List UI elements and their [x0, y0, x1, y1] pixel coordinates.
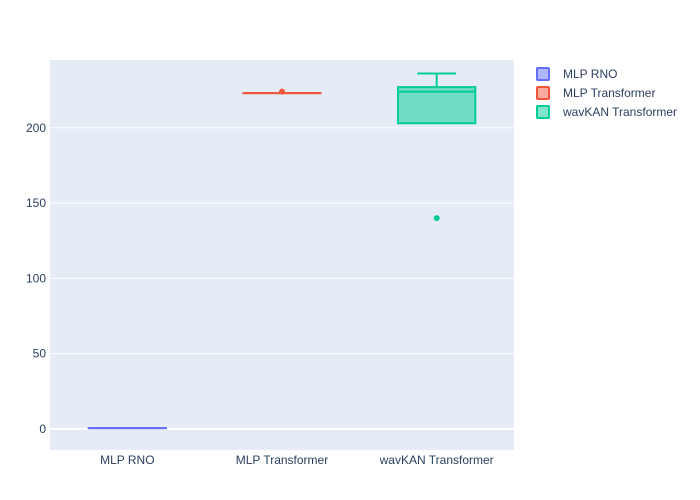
legend-swatch [536, 105, 550, 119]
y-tick-label: 0 [39, 422, 46, 436]
box-trace [242, 88, 322, 95]
box-traces [87, 72, 477, 430]
legend-swatch [536, 67, 550, 81]
x-tick-label: MLP RNO [100, 453, 154, 467]
outlier-point [279, 88, 285, 95]
y-tick-label: 200 [26, 121, 46, 135]
x-tick-label: wavKAN Transformer [379, 453, 494, 467]
y-tick-label: 150 [26, 196, 46, 210]
y-tick-label: 100 [26, 271, 46, 285]
legend-swatch [536, 86, 550, 100]
box-trace [397, 72, 477, 222]
legend-label: wavKAN Transformer [562, 105, 677, 119]
legend[interactable]: MLP RNO MLP Transformer wavKAN Transformer [536, 67, 677, 119]
plot-area [50, 60, 514, 450]
legend-item[interactable]: wavKAN Transformer [536, 105, 677, 119]
legend-item[interactable]: MLP Transformer [536, 86, 655, 100]
y-tick-label: 50 [33, 347, 47, 361]
x-axis-ticks: MLP RNO MLP Transformer wavKAN Transformer [100, 453, 494, 467]
x-tick-label: MLP Transformer [236, 453, 328, 467]
legend-label: MLP RNO [563, 67, 617, 81]
y-axis-ticks: 0 50 100 150 200 [26, 121, 46, 436]
legend-item[interactable]: MLP RNO [536, 67, 617, 81]
box-body [397, 86, 477, 125]
outlier-point [433, 215, 440, 222]
legend-label: MLP Transformer [563, 86, 655, 100]
